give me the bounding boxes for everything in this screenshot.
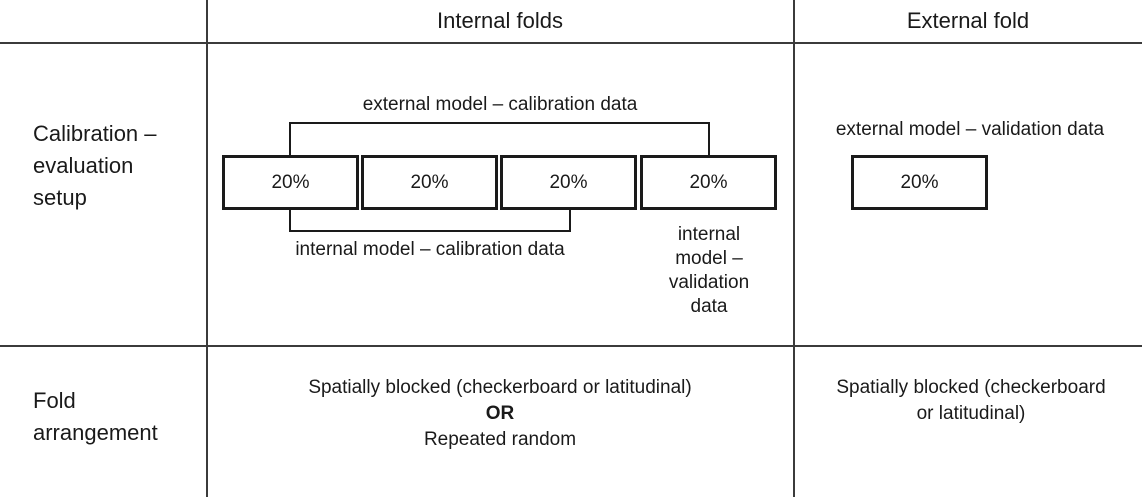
arrangement-internal-or: OR — [485, 403, 515, 424]
top-bracket-leg-right — [708, 122, 710, 157]
row-label-line: evaluation — [33, 153, 134, 178]
internal-fold-box-1[interactable]: 20% — [222, 155, 359, 210]
caption-line: validation — [668, 272, 750, 293]
row-label-line: Fold — [33, 388, 76, 413]
bottom-bracket-leg-right — [569, 208, 571, 232]
internal-fold-box-2-value: 20% — [410, 171, 449, 193]
caption-internal-model-calibration-data: internal model – calibration data — [295, 239, 565, 260]
header-internal-folds: Internal folds — [437, 8, 563, 33]
top-bracket-leg-left — [289, 122, 291, 157]
column-divider-right — [793, 0, 795, 497]
caption-line: internal — [677, 224, 741, 245]
caption-external-model-validation-data: external model – validation data — [835, 119, 1105, 140]
internal-fold-box-1-value: 20% — [271, 171, 310, 193]
internal-fold-box-2[interactable]: 20% — [361, 155, 498, 210]
external-fold-box[interactable]: 20% — [851, 155, 988, 210]
internal-fold-box-3-value: 20% — [549, 171, 588, 193]
header-external-fold: External fold — [906, 8, 1030, 33]
top-bracket-rail — [289, 122, 710, 124]
arrangement-internal-line1: Spatially blocked (checkerboard or latit… — [308, 377, 692, 398]
bottom-bracket-leg-left — [289, 208, 291, 232]
arrangement-external-text: Spatially blocked (checkerboard or latit… — [812, 375, 1130, 427]
row-label-fold-arrangement: Fold arrangement — [33, 385, 203, 449]
row-label-line: Calibration – — [33, 121, 157, 146]
caption-line: data — [690, 296, 728, 317]
internal-fold-box-4[interactable]: 20% — [640, 155, 777, 210]
caption-internal-model-validation-data: internal model – validation data — [650, 223, 768, 319]
internal-fold-box-3[interactable]: 20% — [500, 155, 637, 210]
header-bottom-rule — [0, 42, 1142, 44]
arrangement-internal-line2: Repeated random — [423, 429, 577, 450]
caption-external-model-calibration-data: external model – calibration data — [362, 94, 638, 115]
arrangement-internal-text: Spatially blocked (checkerboard or latit… — [216, 375, 784, 453]
arrangement-external-line2: or latitudinal) — [916, 403, 1026, 424]
external-fold-box-value: 20% — [900, 171, 939, 193]
bottom-bracket-rail — [289, 230, 571, 232]
row-label-line: setup — [33, 185, 87, 210]
row-divider-rule — [0, 345, 1142, 347]
column-divider-left — [206, 0, 208, 497]
row-label-line: arrangement — [33, 420, 158, 445]
caption-line: model – — [675, 248, 743, 269]
row-label-calibration-evaluation-setup: Calibration – evaluation setup — [33, 118, 203, 214]
arrangement-external-line1: Spatially blocked (checkerboard — [836, 377, 1106, 398]
internal-fold-box-4-value: 20% — [689, 171, 728, 193]
